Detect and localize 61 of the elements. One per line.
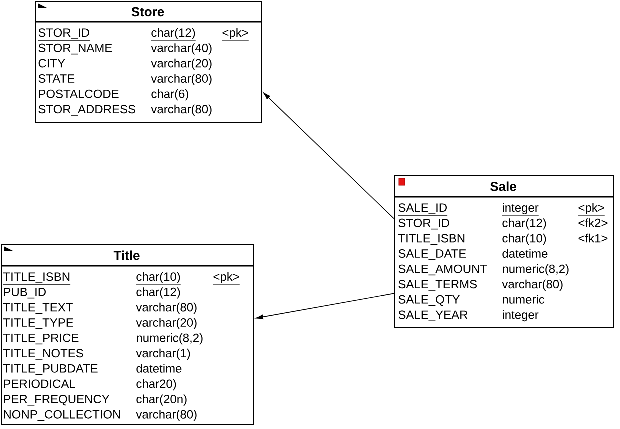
data-type: varchar(20) — [136, 318, 197, 330]
data-type: char20) — [136, 379, 176, 391]
field-name: SALE_YEAR — [398, 310, 468, 322]
field-name: STOR_NAME — [38, 44, 112, 55]
data-type: varchar(80) — [136, 302, 197, 314]
field-name: SALE_AMOUNT — [398, 264, 488, 276]
table-title: Title — [114, 250, 140, 260]
field-name: PUB_ID — [4, 288, 46, 299]
field-name: TITLE_NOTES — [3, 349, 84, 360]
field-name: POSTALCODE — [39, 90, 119, 98]
data-type: varchar(1) — [136, 348, 190, 360]
data-type: varchar(20) — [151, 58, 212, 70]
entity-table — [394, 175, 614, 328]
field-name: TITLE_PRICE — [3, 334, 79, 345]
field-name: STATE — [38, 74, 75, 84]
data-type: varchar(80) — [502, 280, 563, 291]
data-type: datetime — [136, 364, 182, 373]
field-name: TITLE_TYPE — [3, 318, 74, 330]
data-type: varchar(80) — [151, 104, 212, 116]
field-name: SALE_DATE — [398, 250, 466, 260]
key-label: <fk1> — [578, 234, 608, 243]
data-type: datetime — [502, 249, 548, 258]
arrow — [256, 293, 394, 320]
key-label: <fk2> — [578, 218, 608, 228]
field-name: SALE_QTY — [398, 295, 460, 306]
field-name: CITY — [38, 59, 66, 68]
table-title: Store — [132, 7, 164, 17]
data-type: char(12) — [136, 288, 180, 299]
key-label: <pk> — [222, 28, 250, 42]
field-name: TITLE_ISBN — [398, 234, 465, 245]
data-type: varchar(80) — [151, 74, 212, 86]
data-type: varchar(40) — [151, 44, 212, 55]
entity-table — [1, 244, 254, 426]
field-name: SALE_TERMS — [398, 280, 477, 291]
data-type: char(6) — [152, 90, 188, 101]
data-type: numeric — [503, 295, 545, 304]
key-label: <pk> — [578, 203, 606, 216]
data-type: char(10) — [136, 272, 182, 286]
field-name: PERIODICAL — [4, 380, 76, 388]
field-name: STOR_ID — [38, 28, 90, 41]
data-type: integer — [503, 310, 539, 322]
field-name: TITLE_PUBDATE — [3, 364, 98, 376]
data-type: varchar(80) — [136, 410, 197, 422]
field-name: TITLE_TEXT — [3, 303, 73, 314]
data-type: char(12) — [151, 28, 196, 42]
entity-table — [35, 1, 262, 124]
data-type: char(12) — [502, 218, 546, 230]
table-title: Sale — [490, 182, 516, 192]
field-name: SALE_ID — [398, 204, 448, 216]
data-type: integer — [502, 203, 540, 216]
field-name: PER_FREQUENCY — [4, 395, 110, 406]
data-type: numeric(8,2) — [503, 264, 569, 276]
arrow — [264, 92, 394, 220]
data-type: char(20n) — [136, 394, 187, 406]
key-label: <pk> — [213, 272, 240, 286]
data-type: char(10) — [502, 234, 546, 246]
field-name: NONP_COLLECTION — [4, 410, 120, 422]
field-name: STOR_ID — [398, 218, 450, 230]
field-name: TITLE_ISBN — [3, 272, 71, 285]
data-type: numeric(8,2) — [137, 334, 203, 345]
field-name: STOR_ADDRESS — [38, 105, 136, 116]
